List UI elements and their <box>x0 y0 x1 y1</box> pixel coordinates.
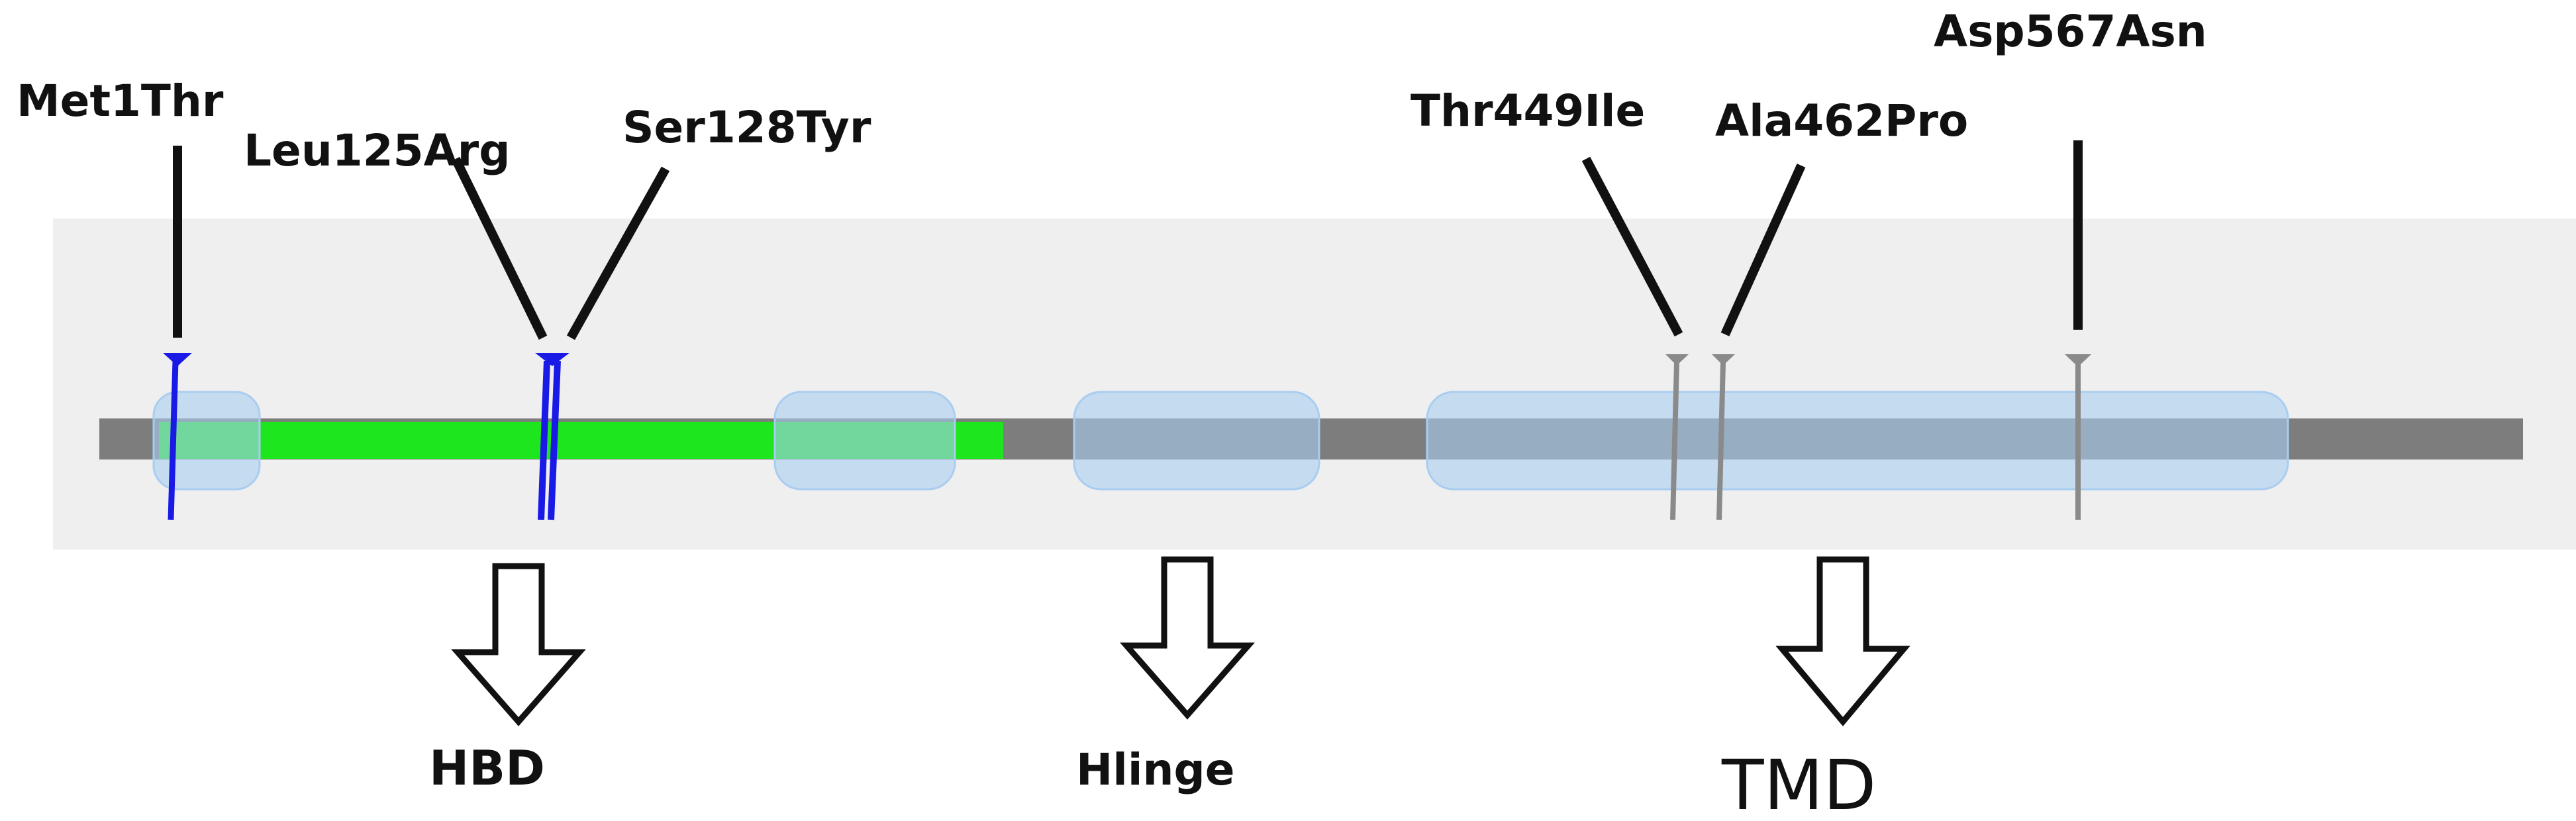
mutation-marker <box>1665 354 1689 520</box>
domain-box-3 <box>1073 391 1320 491</box>
mutation-pointer-line <box>1720 164 1806 336</box>
diagram-panel <box>53 218 2576 550</box>
mutation-marker <box>2065 354 2091 520</box>
mutation-label-thr449ile: Thr449Ile <box>1411 85 1645 136</box>
mutation-label-leu125arg: Leu125Arg <box>244 125 510 176</box>
domain-box-4 <box>1426 391 2289 491</box>
mutation-pointer-line <box>451 156 548 340</box>
mutation-marker <box>1712 354 1735 520</box>
down-arrow-icon <box>1120 556 1255 720</box>
mutation-pointer-line <box>566 166 670 340</box>
mutation-label-asp567asn: Asp567Asn <box>1934 6 2207 57</box>
domain-label-hlinge: Hlinge <box>1076 744 1234 795</box>
mutation-pointer-line <box>1581 156 1683 337</box>
mutation-label-ala462pro: Ala462Pro <box>1715 95 1968 146</box>
down-arrow-icon <box>1775 556 1910 727</box>
mutation-marker <box>535 353 570 520</box>
mutation-label-met1thr: Met1Thr <box>17 75 224 126</box>
mutation-marker <box>163 353 192 520</box>
domain-box-1 <box>152 391 261 491</box>
domain-label-hbd: HBD <box>429 740 545 796</box>
domain-label-tmd: TMD <box>1721 745 1876 821</box>
mutation-label-ser128tyr: Ser128Tyr <box>622 102 871 153</box>
domain-box-2 <box>773 391 956 491</box>
down-arrow-icon <box>451 563 586 726</box>
